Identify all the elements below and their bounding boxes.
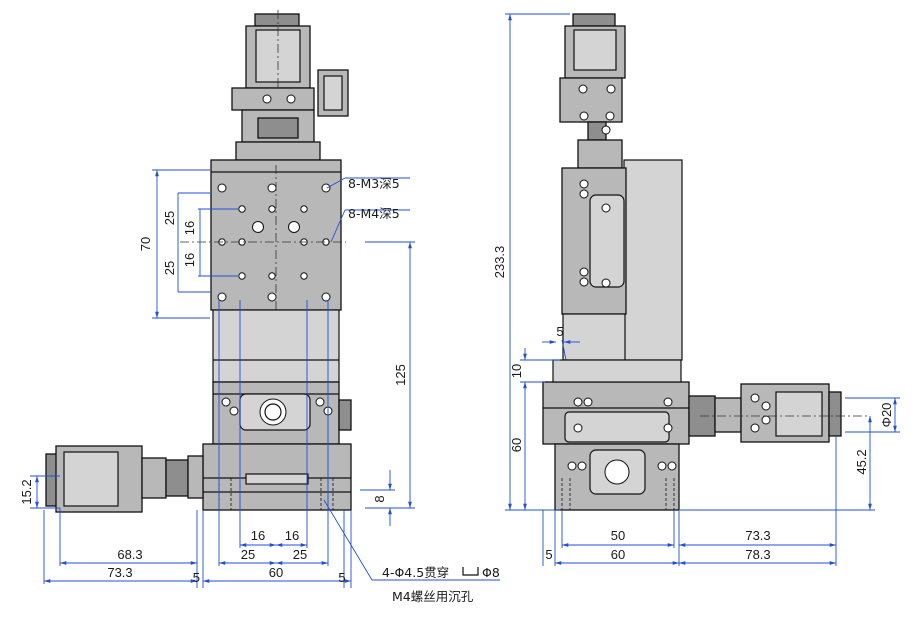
side-vertical-column — [561, 159, 683, 361]
front-view: 70 25 16 16 25 125 15.2 8 68.3 73.3 5 60… — [19, 10, 500, 604]
dim-16-lower: 16 — [182, 253, 197, 267]
dim-45-2: 45.2 — [854, 449, 869, 474]
dim-5-left: 5 — [193, 570, 200, 585]
dim-5-side-bottom: 5 — [545, 547, 552, 562]
dim-8: 8 — [372, 495, 387, 502]
front-left-motor — [45, 445, 204, 513]
counterbore-symbol — [462, 567, 479, 576]
dim-15-2: 15.2 — [19, 479, 34, 504]
dim-25-right: 25 — [293, 547, 307, 562]
front-middle-column — [212, 309, 340, 383]
side-top-motor — [559, 13, 626, 169]
note-through-holes: 4-Φ4.5贯穿 — [382, 565, 449, 580]
front-base — [202, 443, 352, 511]
note-counterbore-dia: Φ8 — [482, 565, 500, 580]
front-dimension-lines — [30, 169, 500, 588]
dim-70: 70 — [138, 237, 153, 251]
dim-73-3: 73.3 — [107, 565, 132, 580]
note-m3-holes: 8-M3深5 — [348, 176, 400, 191]
note-m4-holes: 8-M4深5 — [348, 206, 400, 221]
dim-60-side: 60 — [611, 547, 625, 562]
dim-25-lower: 25 — [162, 261, 177, 275]
side-lower-carriage — [542, 359, 690, 445]
dim-233-3: 233.3 — [492, 246, 507, 279]
dim-16-upper: 16 — [182, 221, 197, 235]
side-view: 233.3 5 10 60 Φ20 45.2 50 73.3 5 60 78.3 — [492, 13, 900, 566]
dim-16-right: 16 — [285, 528, 299, 543]
side-base — [554, 443, 680, 511]
dim-25-left: 25 — [241, 547, 255, 562]
front-top-plate — [180, 159, 346, 505]
dim-5-right: 5 — [338, 570, 345, 585]
note-m4-screw: M4螺丝用沉孔 — [392, 589, 474, 604]
dim-60: 60 — [269, 565, 283, 580]
dim-73-3-side: 73.3 — [745, 528, 770, 543]
front-top-motor — [231, 10, 349, 161]
dim-50: 50 — [611, 528, 625, 543]
dim-phi20: Φ20 — [879, 403, 894, 428]
front-lower-carriage — [212, 381, 352, 445]
side-dimension-texts: 233.3 5 10 60 Φ20 45.2 50 73.3 5 60 78.3 — [492, 246, 894, 562]
dim-125: 125 — [393, 364, 408, 386]
dim-16-left: 16 — [251, 528, 265, 543]
front-dimension-texts: 70 25 16 16 25 125 15.2 8 68.3 73.3 5 60… — [19, 176, 500, 604]
dim-60-side-vertical: 60 — [509, 438, 524, 452]
dim-25-upper: 25 — [162, 211, 177, 225]
dim-5-side-top: 5 — [556, 324, 563, 339]
side-dimension-lines — [505, 13, 900, 566]
side-right-motor — [688, 383, 870, 443]
dim-68-3: 68.3 — [117, 547, 142, 562]
dim-10: 10 — [509, 364, 524, 378]
dim-78-3: 78.3 — [745, 547, 770, 562]
